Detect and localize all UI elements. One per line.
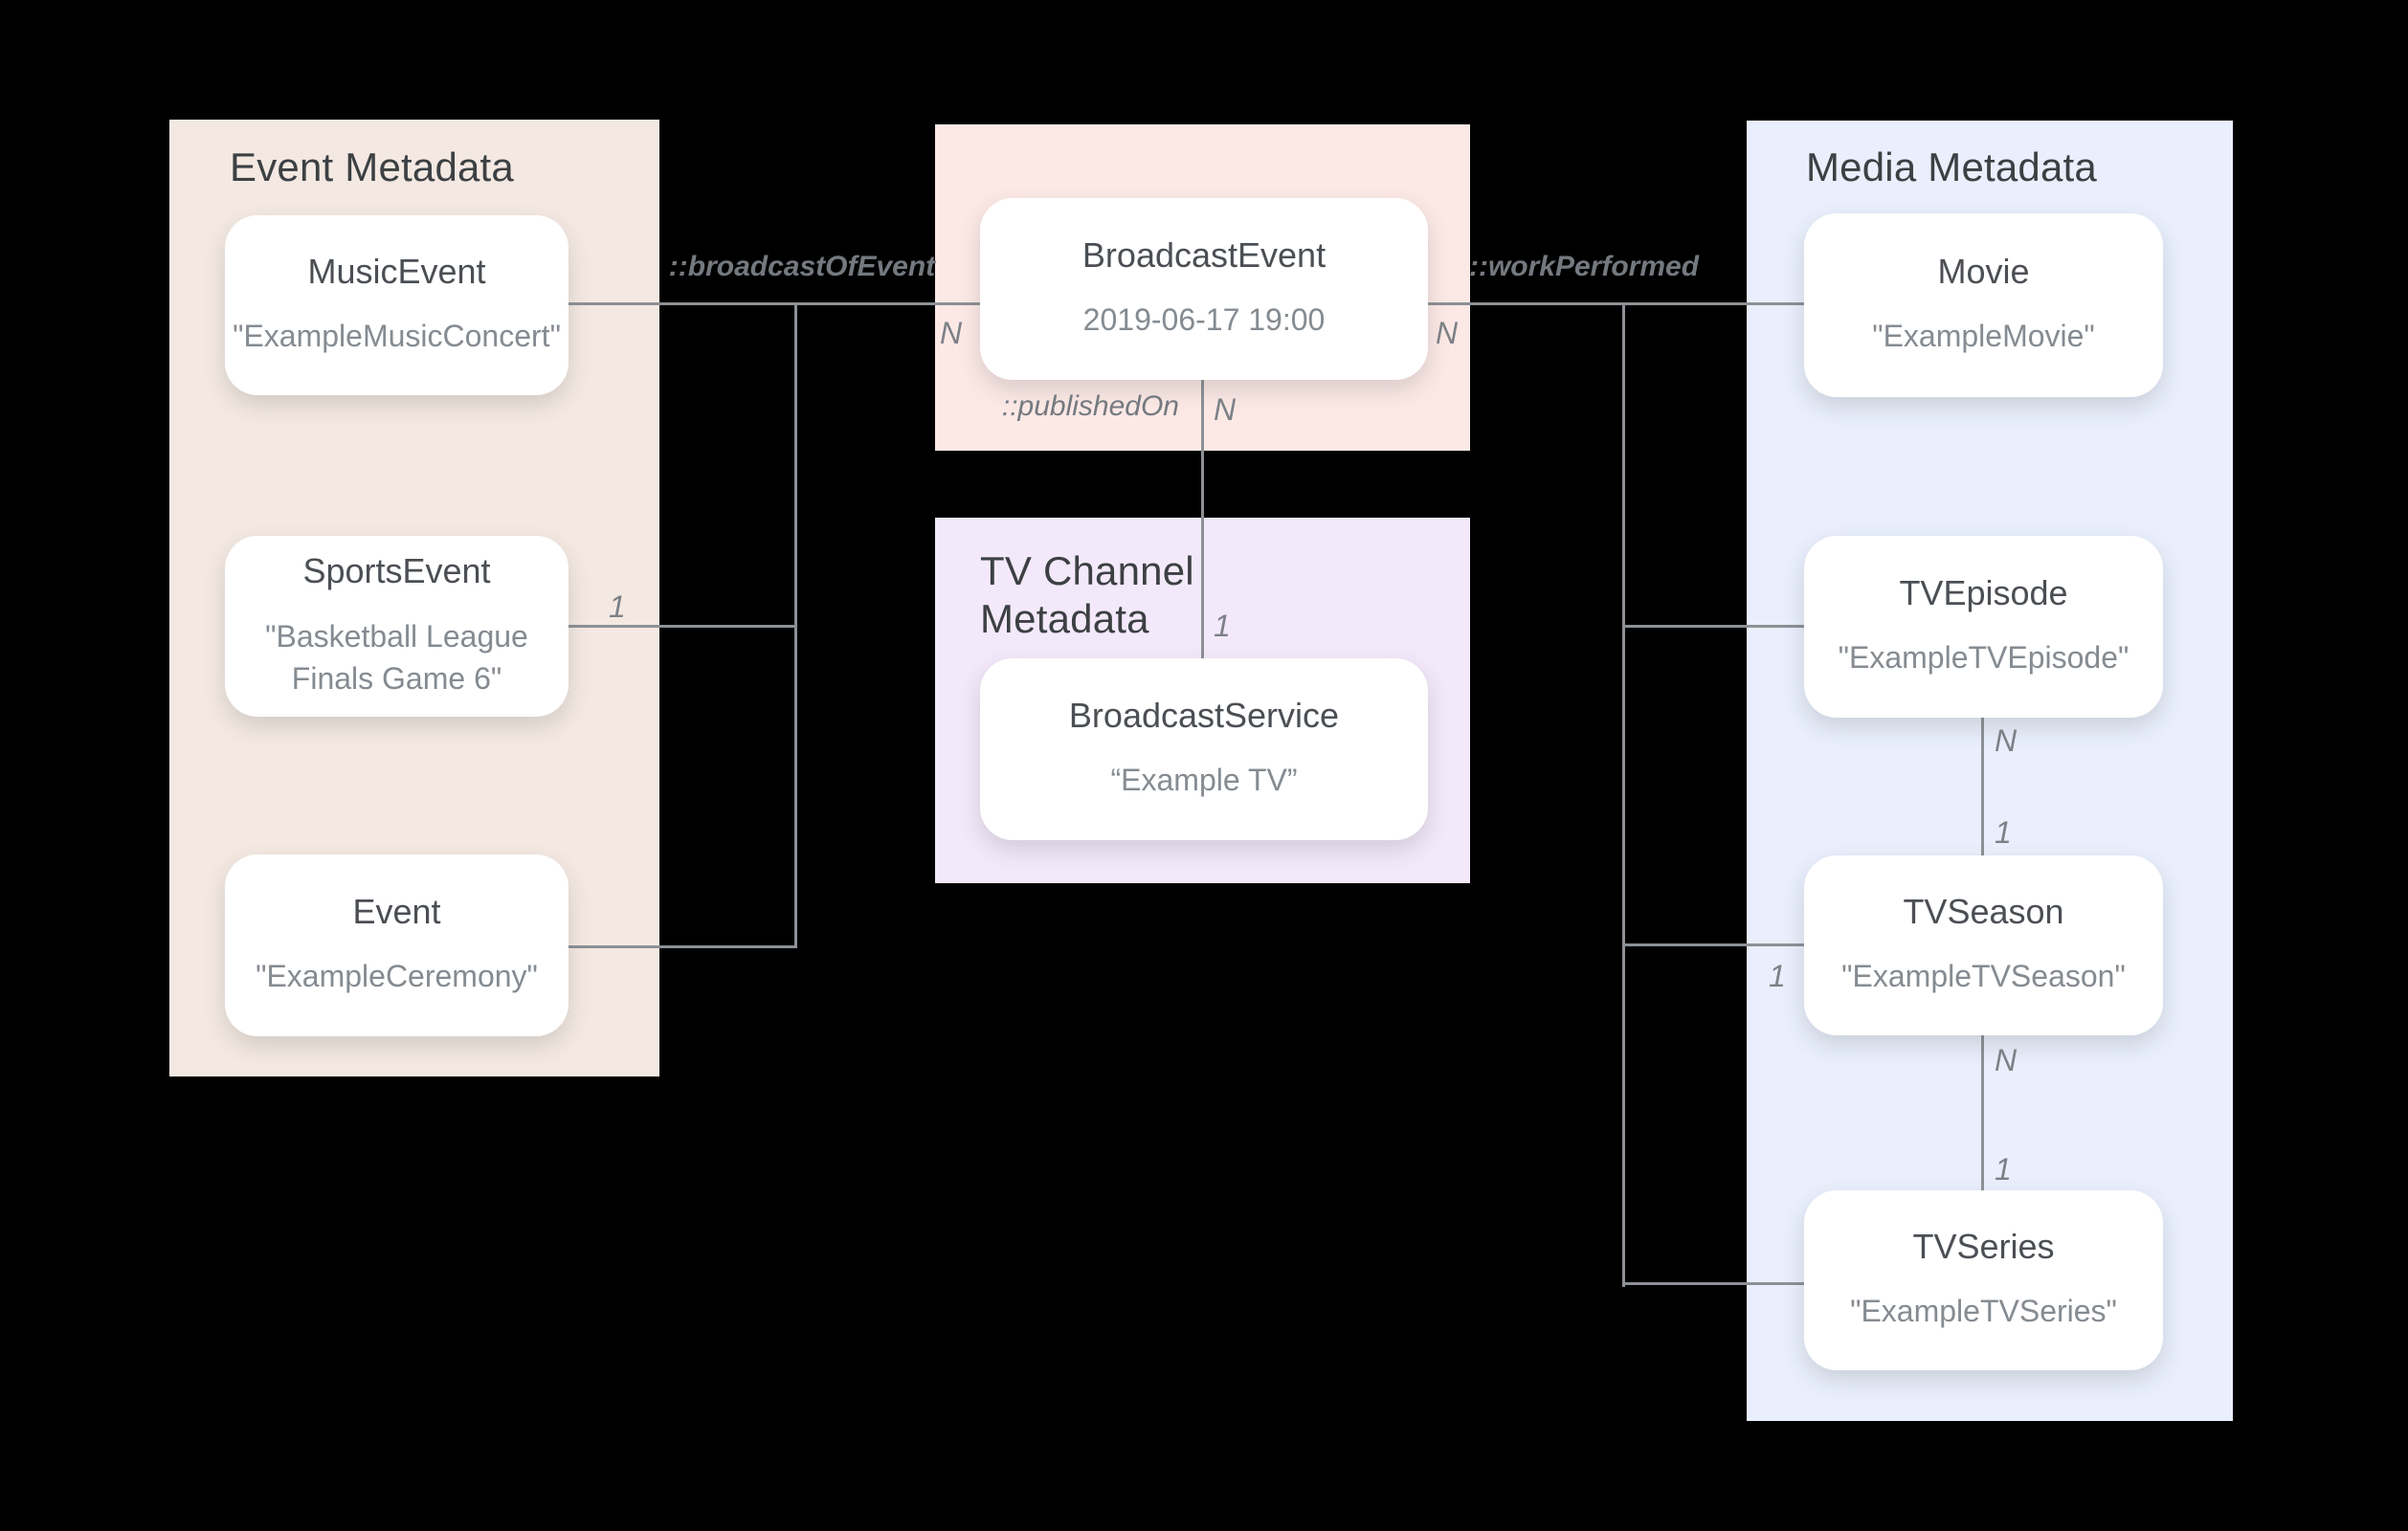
connector-tvepisode-tvseason bbox=[1981, 718, 1984, 855]
cardinality-sportsevent-right: 1 bbox=[609, 589, 626, 624]
entity-value: "ExampleTVSeason" bbox=[1841, 959, 2126, 994]
entity-card-sportsevent: SportsEvent "Basketball League Finals Ga… bbox=[225, 536, 569, 717]
cardinality-publishedon-top: N bbox=[1214, 392, 1237, 427]
entity-name: BroadcastService bbox=[1068, 695, 1340, 735]
entity-value: "Basketball League Finals Game 6" bbox=[265, 618, 528, 697]
entity-value: 2019-06-17 19:00 bbox=[1082, 302, 1326, 338]
connector-right-trunk bbox=[1622, 302, 1625, 1287]
connector-tvepisode-branch bbox=[1624, 625, 1804, 628]
entity-value: “Example TV” bbox=[1110, 763, 1298, 798]
cardinality-broadcastevent-right: N bbox=[1436, 316, 1459, 350]
entity-name: TVSeason bbox=[1903, 891, 2064, 931]
group-title-event-metadata: Event Metadata bbox=[230, 144, 514, 189]
relationship-label-workperformed: ::workPerformed bbox=[1468, 251, 1700, 282]
entity-card-movie: Movie "ExampleMovie" bbox=[1804, 213, 2163, 397]
cardinality-tvseries-top: 1 bbox=[1995, 1152, 2012, 1187]
entity-card-tvseason: TVSeason "ExampleTVSeason" bbox=[1804, 855, 2163, 1035]
entity-name: TVSeries bbox=[1912, 1226, 2055, 1266]
group-title-media-metadata: Media Metadata bbox=[1806, 144, 2097, 189]
cardinality-tvepisode-bottom: N bbox=[1995, 723, 2018, 758]
entity-card-broadcastservice: BroadcastService “Example TV” bbox=[980, 658, 1428, 840]
cardinality-tvseason-left: 1 bbox=[1769, 959, 1786, 993]
entity-card-musicevent: MusicEvent "ExampleMusicConcert" bbox=[225, 215, 569, 395]
entity-name: BroadcastEvent bbox=[1081, 234, 1327, 275]
cardinality-broadcastevent-left: N bbox=[940, 316, 963, 350]
entity-card-tvepisode: TVEpisode "ExampleTVEpisode" bbox=[1804, 536, 2163, 718]
entity-value: "ExampleMusicConcert" bbox=[233, 319, 561, 354]
entity-card-broadcastevent: BroadcastEvent 2019-06-17 19:00 bbox=[980, 198, 1428, 380]
connector-publishedon bbox=[1201, 380, 1204, 658]
connector-broadcastevent-movie bbox=[1428, 302, 1804, 305]
entity-name: Movie bbox=[1937, 251, 2030, 291]
connector-tvseries-branch bbox=[1624, 1282, 1804, 1285]
connector-event-branch bbox=[569, 945, 796, 948]
cardinality-tvseason-bottom: N bbox=[1995, 1043, 2018, 1077]
entity-name: Event bbox=[352, 891, 441, 931]
connector-sportsevent-branch bbox=[569, 625, 796, 628]
entity-name: TVEpisode bbox=[1899, 572, 2068, 612]
entity-name: SportsEvent bbox=[302, 550, 491, 590]
entity-value: "ExampleCeremony" bbox=[256, 959, 538, 994]
entity-value: "ExampleMovie" bbox=[1872, 319, 2095, 354]
cardinality-broadcastservice-top: 1 bbox=[1214, 609, 1231, 643]
entity-card-tvseries: TVSeries "ExampleTVSeries" bbox=[1804, 1190, 2163, 1370]
entity-card-event: Event "ExampleCeremony" bbox=[225, 854, 569, 1036]
relationship-label-broadcastofevent: ::broadcastOfEvent bbox=[668, 251, 936, 282]
connector-tvseason-branch bbox=[1624, 943, 1804, 946]
entity-name: MusicEvent bbox=[307, 251, 486, 291]
entity-value: "ExampleTVSeries" bbox=[1850, 1294, 2117, 1329]
relationship-label-publishedon: ::publishedOn bbox=[1001, 390, 1179, 422]
group-title-tv-channel-metadata: TV Channel Metadata bbox=[980, 548, 1194, 641]
entity-value: "ExampleTVEpisode" bbox=[1838, 640, 2129, 676]
cardinality-tvseason-top: 1 bbox=[1995, 815, 2012, 850]
connector-musicevent-broadcastevent bbox=[569, 302, 980, 305]
connector-tvseason-tvseries bbox=[1981, 1035, 1984, 1190]
